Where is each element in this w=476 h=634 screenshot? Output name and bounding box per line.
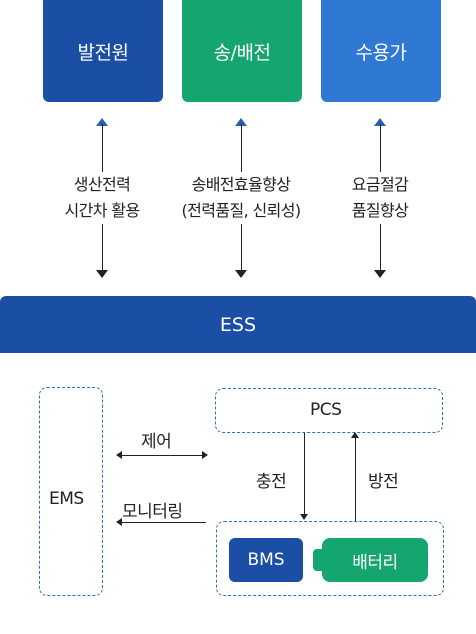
battery-box: 배터리 [322, 538, 428, 582]
benefit-transmission: 송배전효율향상 (전력품질, 신뢰성) [181, 172, 301, 224]
ess-label: ESS [219, 313, 257, 336]
pcs-box [215, 388, 443, 433]
monitoring-label: 모니터링 [122, 502, 183, 522]
box-power-source: 발전원 [43, 0, 163, 102]
arrow-up-icon [374, 118, 386, 126]
control-line [122, 455, 202, 456]
arrow-down-icon [235, 270, 247, 278]
benefit-transmission-line1: 송배전효율향상 [191, 175, 291, 194]
ems-box [39, 387, 103, 596]
box-transmission-label: 송/배전 [213, 41, 271, 64]
benefit-transmission-line2: (전력품질, 신뢰성) [181, 201, 301, 220]
charge-label: 충전 [256, 472, 287, 492]
box-transmission: 송/배전 [182, 0, 302, 102]
box-consumer-label: 수용가 [355, 41, 407, 64]
benefit-consumer-line1: 요금절감 [351, 175, 409, 194]
box-consumer: 수용가 [321, 0, 441, 102]
monitoring-line [122, 522, 206, 523]
benefit-power-source-line1: 생산전력 [73, 175, 131, 194]
ems-label: EMS [49, 489, 84, 509]
control-label: 제어 [141, 432, 172, 452]
arrow-down-icon [300, 514, 308, 520]
discharge-line [355, 438, 356, 521]
arrow-up-icon [96, 118, 108, 126]
arrow-up-icon [351, 432, 359, 438]
benefit-power-source: 생산전력 시간차 활용 [64, 172, 140, 224]
arrow-left-icon [116, 451, 122, 459]
arrow-down-icon [96, 270, 108, 278]
box-power-source-label: 발전원 [77, 41, 129, 64]
battery-group-box [216, 521, 444, 596]
charge-line [304, 433, 305, 514]
discharge-label: 방전 [368, 472, 399, 492]
benefit-consumer: 요금절감 품질향상 [351, 172, 409, 224]
arrow-up-icon [235, 118, 247, 126]
pcs-label: PCS [310, 400, 342, 420]
bms-box: BMS [229, 538, 303, 582]
benefit-power-source-line2: 시간차 활용 [64, 201, 140, 220]
battery-label: 배터리 [352, 552, 398, 573]
ess-bar: ESS [0, 296, 476, 353]
arrow-left-icon [116, 518, 122, 526]
benefit-consumer-line2: 품질향상 [351, 201, 409, 220]
bms-label: BMS [247, 550, 285, 570]
arrow-down-icon [374, 270, 386, 278]
arrow-right-icon [202, 451, 208, 459]
